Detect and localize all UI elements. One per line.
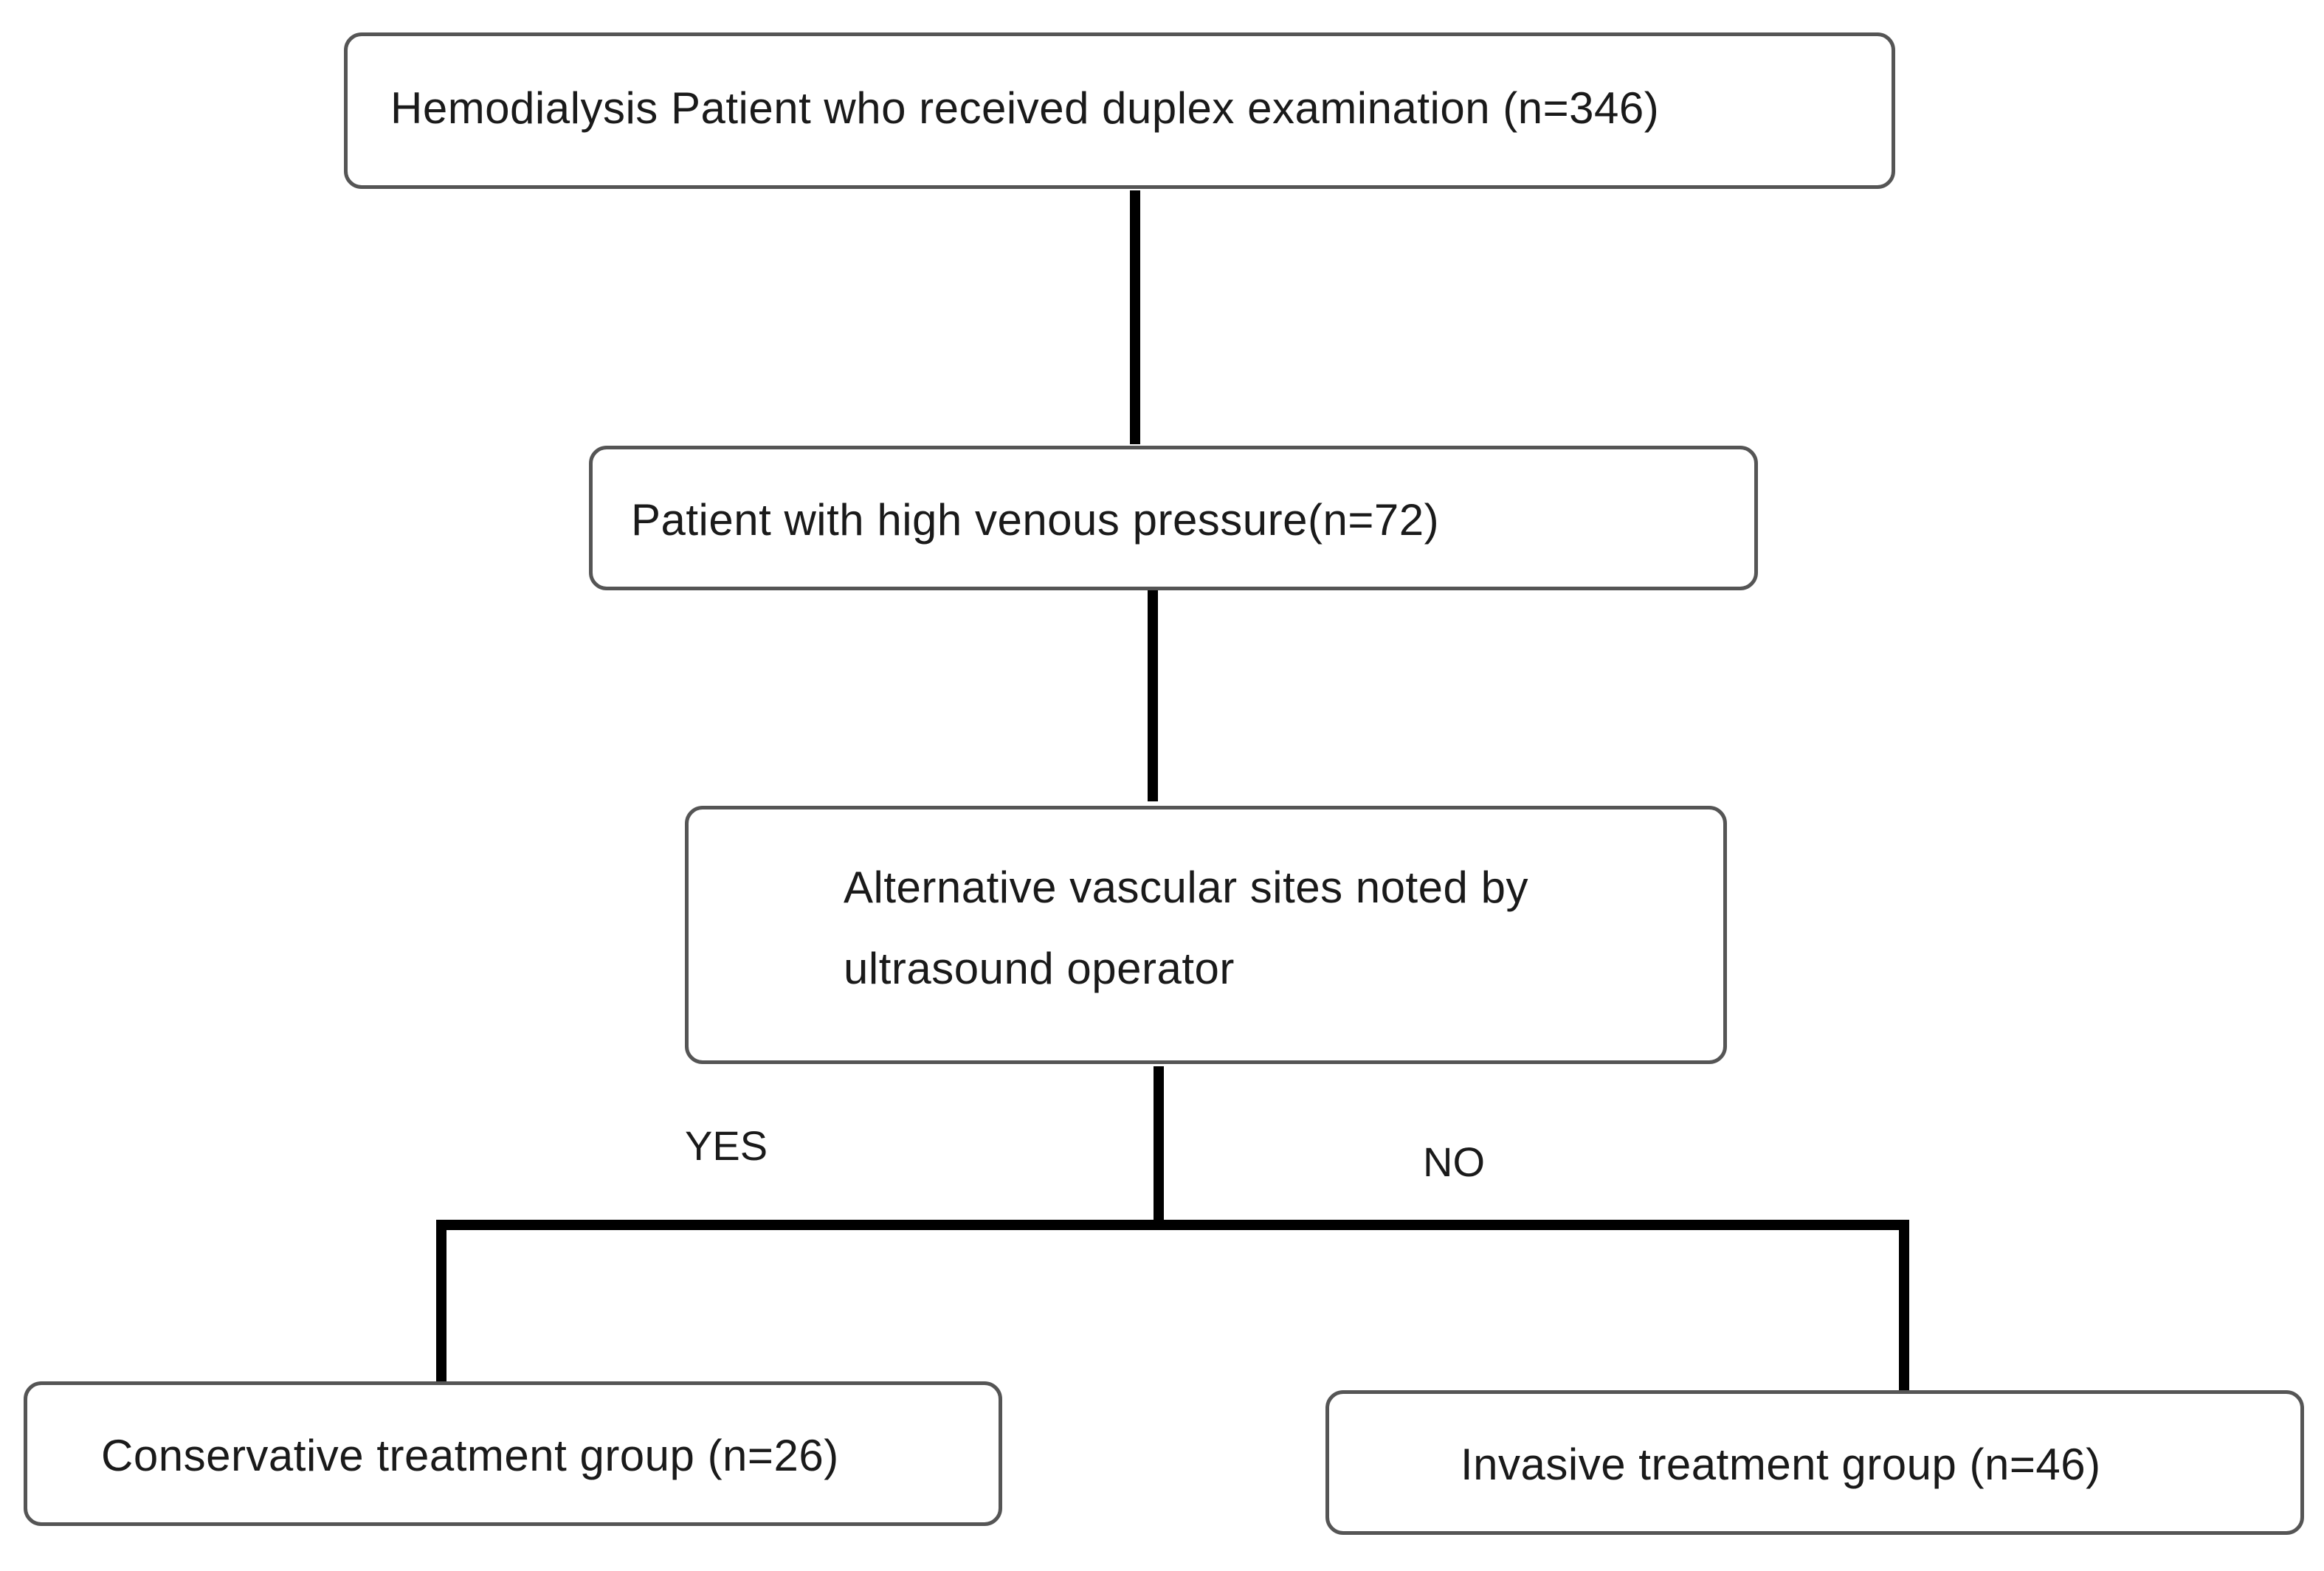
node-alternative-vascular-sites-line1: Alternative vascular sites noted by (844, 863, 1528, 912)
connector-branch-left-down (436, 1220, 446, 1391)
node-hemodialysis-patients-label: Hemodialysis Patient who received duplex… (390, 83, 1660, 133)
branch-label-yes: YES (685, 1122, 768, 1169)
node-conservative-treatment-label: Conservative treatment group (n=26) (101, 1431, 839, 1480)
node-invasive-treatment: Invasive treatment group (n=46) (1325, 1390, 2304, 1535)
node-invasive-treatment-label: Invasive treatment group (n=46) (1461, 1440, 2101, 1489)
node-conservative-treatment: Conservative treatment group (n=26) (24, 1381, 1002, 1526)
connector-top-to-venous (1130, 190, 1140, 444)
connector-branch-right-down (1899, 1230, 1909, 1391)
node-high-venous-pressure-label: Patient with high venous pressure(n=72) (631, 495, 1440, 545)
node-alternative-vascular-sites: Alternative vascular sites noted by ultr… (685, 806, 1727, 1064)
connector-branch-horizontal (436, 1220, 1909, 1230)
connector-alt-to-branch (1154, 1066, 1164, 1230)
branch-label-no: NO (1423, 1139, 1485, 1185)
connector-venous-to-alt (1148, 590, 1158, 801)
node-high-venous-pressure: Patient with high venous pressure(n=72) (589, 446, 1758, 590)
node-hemodialysis-patients: Hemodialysis Patient who received duplex… (344, 32, 1895, 189)
node-alternative-vascular-sites-line2: ultrasound operator (844, 944, 1235, 993)
